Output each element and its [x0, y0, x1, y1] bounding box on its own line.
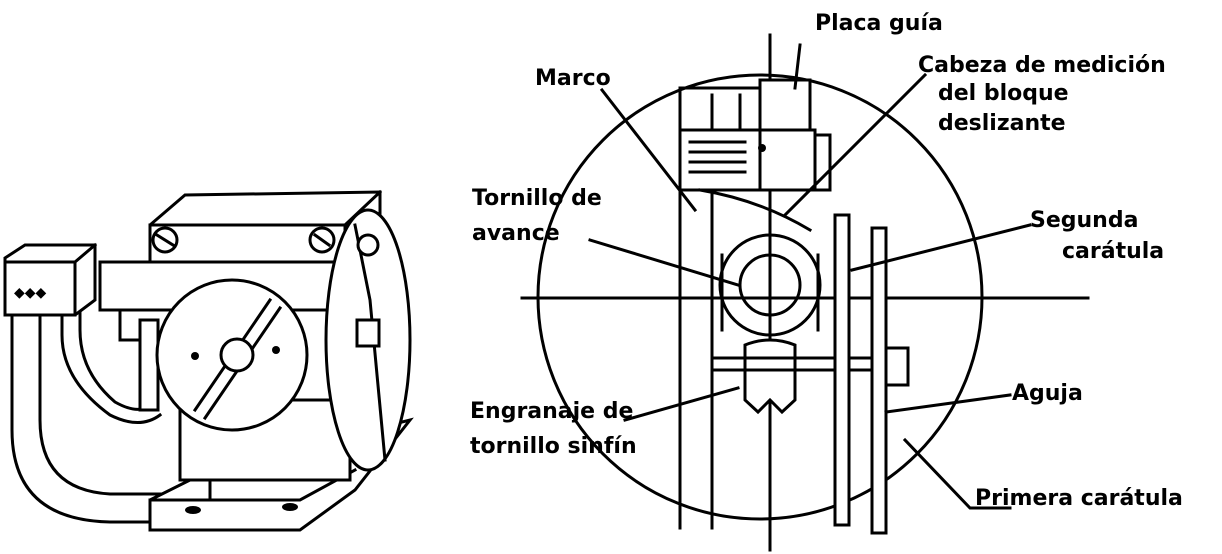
side-dial-knob [355, 318, 381, 348]
worm-gear [743, 338, 797, 415]
label-cabeza-2: del bloque [938, 81, 1069, 106]
label-cabeza-3: deslizante [938, 111, 1066, 136]
label-primera-caratula: Primera carátula [975, 486, 1183, 511]
schematic-cross-section [520, 33, 1090, 552]
label-segunda-caratula-1: Segunda [1030, 208, 1138, 233]
advance-screw-outer [718, 233, 822, 337]
label-aguja: Aguja [1012, 381, 1083, 406]
leader-tornillo-avance [588, 238, 740, 287]
cable-return [60, 298, 163, 424]
leader-segunda-caratula [850, 223, 1032, 272]
label-engranaje-2: tornillo sinfín [470, 434, 637, 459]
device-isometric-view: ◆◆◆ [3, 189, 414, 532]
sliding-head-taper [698, 188, 813, 247]
flexible-cable [10, 303, 207, 524]
label-cabeza-1: Cabeza de medición [918, 53, 1166, 78]
mounting-hole-1 [185, 506, 201, 514]
label-marco: Marco [535, 66, 611, 91]
leader-primera-caratula [902, 437, 1012, 510]
labels: Placa guía Marco Cabeza de medición del … [470, 11, 1183, 511]
probe-post [138, 318, 160, 412]
side-dial-screw [356, 233, 380, 257]
leader-engranaje [623, 386, 740, 422]
leader-lines [588, 43, 1032, 510]
leader-aguja [884, 393, 1012, 414]
leader-cabeza [782, 72, 928, 218]
advance-screw-inner [738, 253, 802, 317]
leader-placa-guia [793, 43, 802, 90]
label-engranaje-1: Engranaje de [470, 399, 633, 424]
label-tornillo-avance-2: avance [472, 221, 560, 246]
leader-marco [599, 87, 698, 213]
first-dial-plate [870, 226, 888, 535]
front-dial-hub [219, 337, 255, 373]
control-box-symbol: ◆◆◆ [14, 285, 47, 301]
label-tornillo-avance-1: Tornillo de [472, 186, 602, 211]
guide-plate [758, 78, 812, 132]
second-dial-plate [833, 213, 851, 527]
label-segunda-caratula-2: carátula [1062, 239, 1164, 264]
worm-shaft [710, 356, 887, 372]
label-placa-guia: Placa guía [815, 11, 943, 36]
mounting-hole-2 [282, 503, 298, 511]
measuring-head-block [678, 128, 817, 192]
